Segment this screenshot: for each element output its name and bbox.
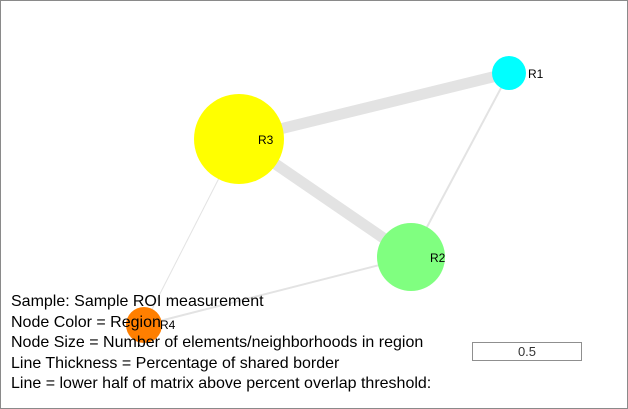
edge-r2-r4 <box>143 256 412 326</box>
node-label-r2: R2 <box>430 251 446 265</box>
legend: Sample: Sample ROI measurement Node Colo… <box>11 292 611 395</box>
edge-r1-r2 <box>410 72 510 258</box>
node-r2 <box>377 223 445 291</box>
node-label-r1: R1 <box>528 67 544 81</box>
node-r1 <box>492 56 526 90</box>
legend-node-color: Node Color = Region <box>11 313 161 331</box>
edge-r3-r1 <box>237 67 511 145</box>
legend-line-rule: Line = lower half of matrix above percen… <box>11 375 432 392</box>
node-label-r4: R4 <box>160 318 176 332</box>
node-r3 <box>194 94 284 184</box>
node-r4 <box>126 307 162 343</box>
legend-sample: Sample: Sample ROI measurement <box>11 293 264 310</box>
legend-node-size: Node Size = Number of elements/neighborh… <box>11 334 424 351</box>
node-label-r3: R3 <box>258 133 274 147</box>
legend-line-thickness: Line Thickness = Percentage of shared bo… <box>11 354 340 372</box>
edges-layer <box>143 67 511 326</box>
threshold-input[interactable] <box>472 342 582 361</box>
